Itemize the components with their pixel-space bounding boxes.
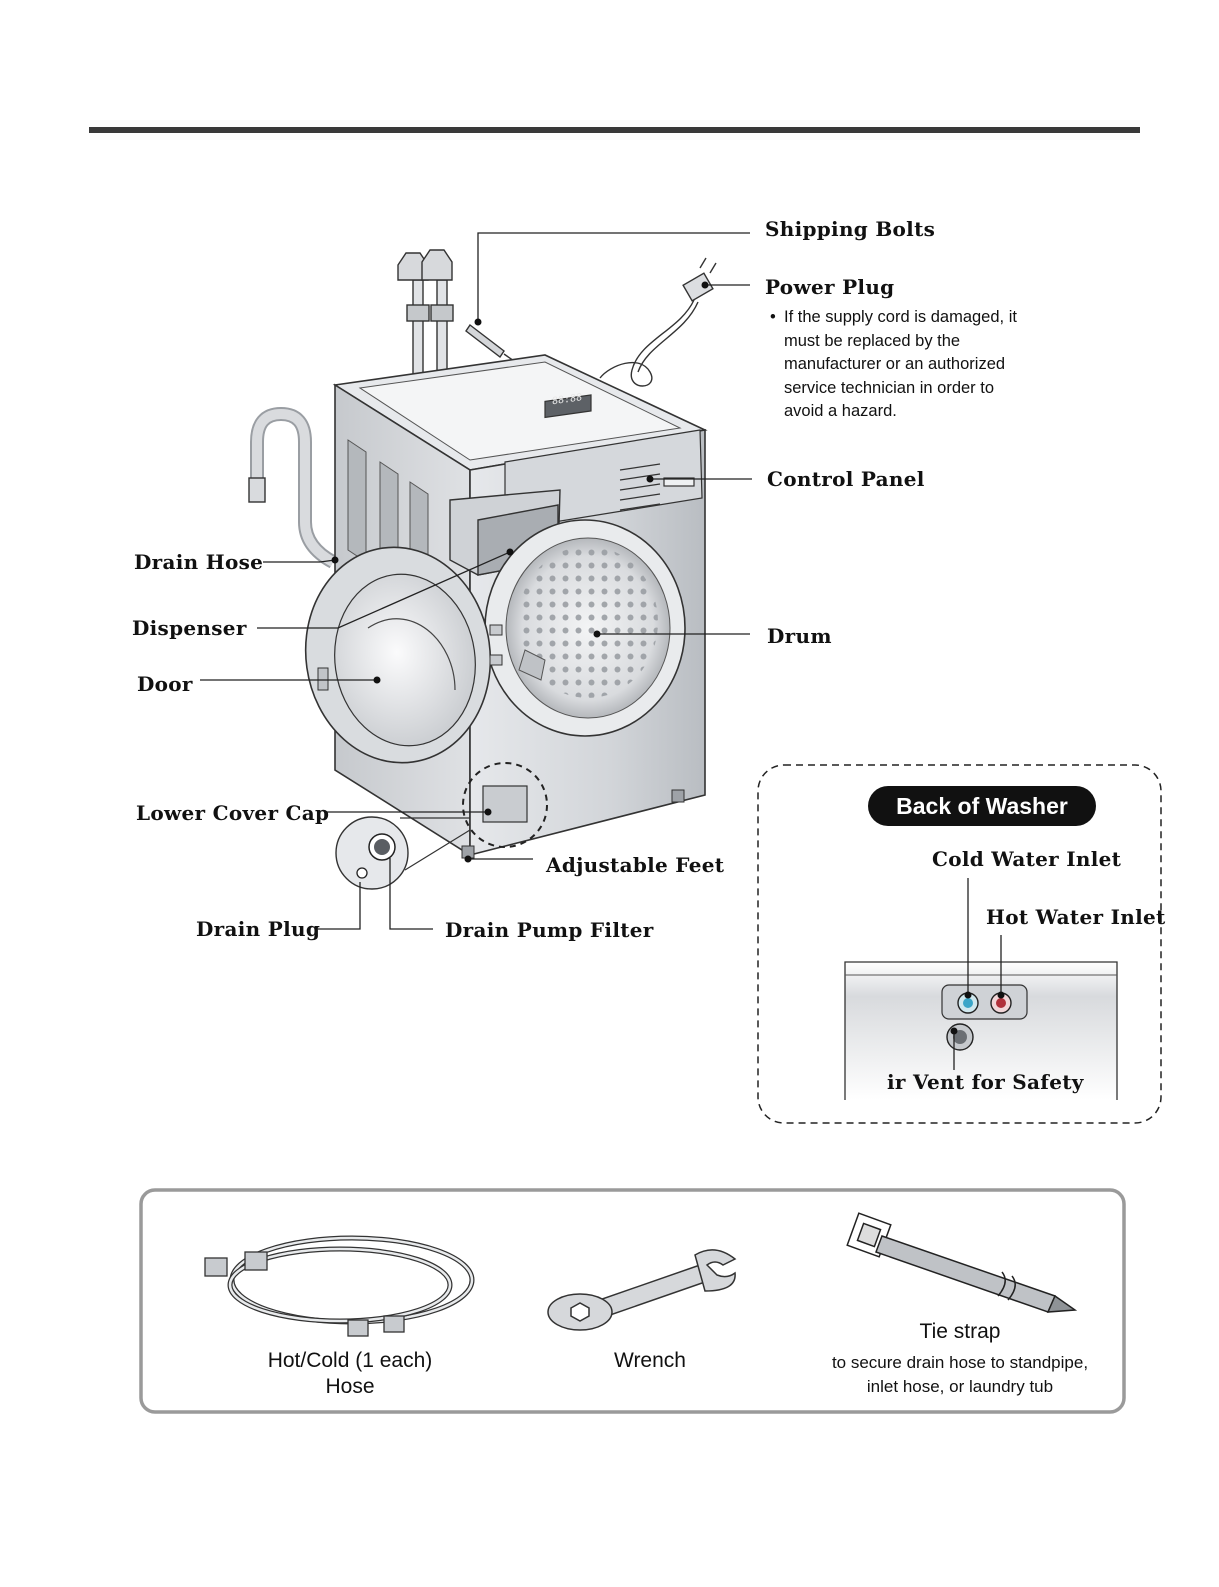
tie-strap-accessory bbox=[846, 1212, 1078, 1313]
water-faucets bbox=[397, 249, 454, 381]
label-wrench: Wrench bbox=[614, 1349, 686, 1372]
accessories-box bbox=[139, 1188, 1126, 1414]
label-drain-pump-filter: Drain Pump Filter bbox=[445, 918, 654, 942]
bullet-icon: • bbox=[770, 308, 776, 326]
drum bbox=[484, 519, 686, 737]
tie-strap-desc-1: to secure drain hose to standpipe, bbox=[831, 1353, 1089, 1372]
label-hose-2: Hose bbox=[325, 1375, 375, 1398]
back-panel bbox=[844, 961, 1118, 1100]
label-cold-water-inlet: Cold Water Inlet bbox=[932, 847, 1122, 871]
label-control-panel: Control Panel bbox=[767, 467, 925, 491]
label-drum: Drum bbox=[767, 624, 832, 648]
leader-dots bbox=[331, 281, 709, 863]
label-power-plug: Power Plug bbox=[765, 275, 895, 299]
back-of-washer-title: Back of Washer bbox=[868, 786, 1096, 826]
label-drain-plug: Drain Plug bbox=[196, 917, 321, 941]
lower-cover-cap bbox=[462, 762, 548, 848]
leader-lines bbox=[200, 232, 752, 930]
wrench-accessory bbox=[547, 1249, 737, 1331]
label-lower-cover-cap: Lower Cover Cap bbox=[136, 801, 330, 825]
back-of-washer-box bbox=[757, 764, 1162, 1124]
label-tie-strap: Tie strap bbox=[919, 1320, 1001, 1343]
label-drain-hose: Drain Hose bbox=[134, 550, 264, 574]
power-plug-note-text: If the supply cord is damaged, it must b… bbox=[784, 308, 1017, 420]
drain-hose bbox=[248, 406, 337, 569]
label-shipping-bolts: Shipping Bolts bbox=[765, 217, 936, 241]
shipping-bolt bbox=[465, 323, 515, 362]
cold-water-inlet-port bbox=[963, 998, 973, 1008]
adjustable-foot-2 bbox=[671, 789, 685, 803]
door bbox=[304, 546, 503, 764]
tie-strap-desc-2: inlet hose, or laundry tub bbox=[866, 1377, 1054, 1396]
washer-top-panel bbox=[358, 361, 682, 461]
label-door: Door bbox=[137, 672, 193, 696]
control-panel-display: 88:88 bbox=[552, 392, 582, 407]
label-dispenser: Dispenser bbox=[132, 616, 247, 640]
label-air-vent: ir Vent for Safety bbox=[887, 1070, 1084, 1094]
hose-accessory bbox=[204, 1235, 475, 1337]
label-adjustable-feet: Adjustable Feet bbox=[546, 853, 725, 877]
label-hot-water-inlet: Hot Water Inlet bbox=[986, 905, 1166, 929]
back-leader-lines bbox=[953, 878, 1002, 1070]
label-hose: Hot/Cold (1 each) bbox=[267, 1349, 433, 1372]
power-plug-cord bbox=[599, 257, 717, 387]
hot-water-inlet-port bbox=[996, 998, 1006, 1008]
power-plug-note: • If the supply cord is damaged, it must… bbox=[770, 306, 1030, 424]
header-rule bbox=[89, 127, 1140, 133]
